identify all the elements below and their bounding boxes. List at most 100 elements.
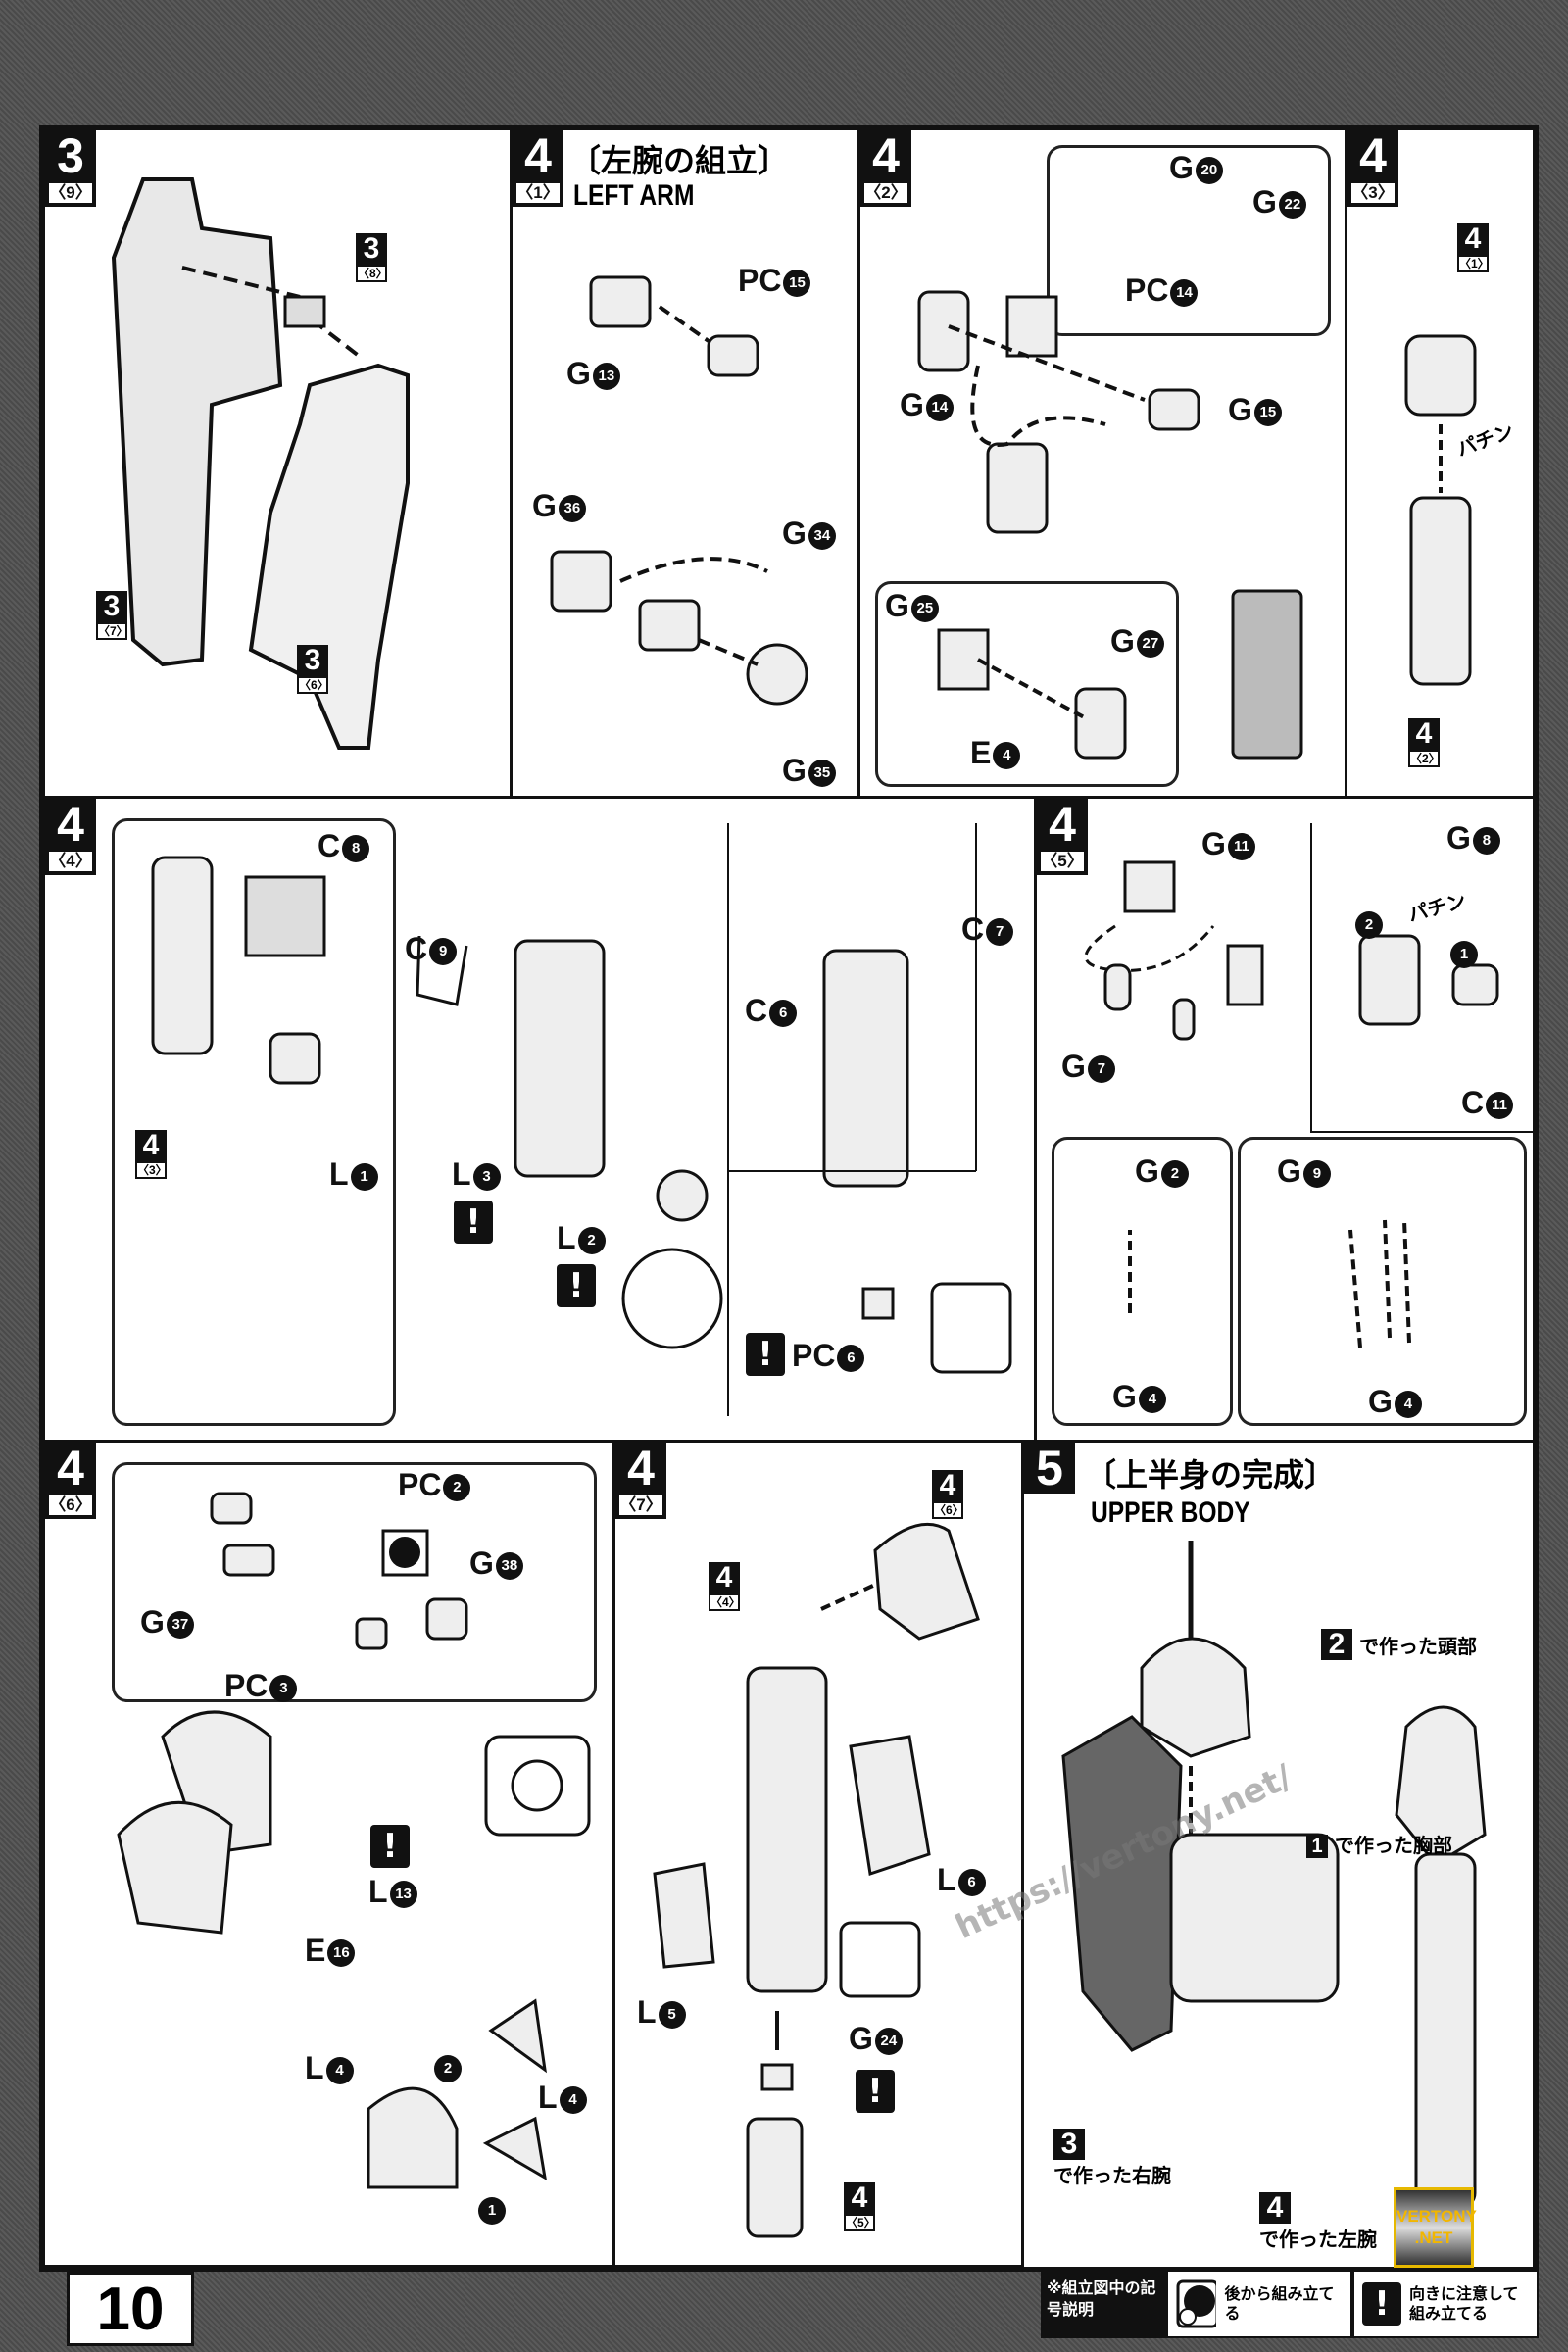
arm-armor-drawing <box>653 1522 980 2238</box>
head-note: 2 で作った頭部 <box>1321 1629 1477 1660</box>
step-badge: 5 <box>1024 1443 1075 1494</box>
detail-callout <box>1052 1137 1233 1426</box>
order-marker: 2 <box>1353 906 1383 942</box>
detail-callout <box>112 1462 597 1702</box>
detail-callout <box>1238 1137 1527 1426</box>
orientation-warning-icon: ! <box>856 2070 895 2113</box>
step-badge: 4〈7〉 <box>615 1443 666 1519</box>
shield-arm-drawing <box>111 177 410 750</box>
orientation-warning-icon: ! <box>454 1200 493 1244</box>
ref-4-2: 4〈2〉 <box>1408 717 1441 767</box>
assemble-later-icon <box>1176 2279 1217 2328</box>
legend-item-assemble-later: 後から組み立てる <box>1168 2272 1350 2336</box>
legend-text: 後から組み立てる <box>1224 2284 1335 2323</box>
legend-text: 向きに注意して組み立てる <box>1409 2284 1519 2323</box>
step-badge: 4〈2〉 <box>860 130 911 207</box>
hand-assembly-drawing <box>1084 823 1533 1348</box>
upper-body-drawing <box>1061 1541 1487 2209</box>
exclamation-icon: ! <box>1362 2282 1401 2326</box>
ref-3-6: 3〈6〉 <box>297 644 329 694</box>
legend-item-orientation: ! 向きに注意して組み立てる <box>1354 2272 1537 2336</box>
orientation-warning-icon: ! <box>370 1825 410 1868</box>
ref-4-5: 4〈5〉 <box>844 2181 876 2231</box>
arm-assembly-drawing <box>917 290 1303 760</box>
ref-4-3: 4〈3〉 <box>135 1129 168 1179</box>
forearm-assembly-drawing <box>151 823 1012 1416</box>
section-title-jp: 〔上半身の完成〕 <box>1085 1456 1337 1494</box>
order-marker: 1 <box>476 2192 506 2228</box>
section-title-en: LEFT ARM <box>573 179 695 212</box>
ref-4-6: 4〈6〉 <box>932 1469 964 1519</box>
section-title-jp: 〔左腕の組立〕 <box>569 142 790 179</box>
left-arm-parts-drawing <box>550 275 808 706</box>
orientation-warning-icon: ! <box>557 1264 596 1307</box>
step-badge: 4〈1〉 <box>513 130 564 207</box>
order-marker: 2 <box>432 2050 462 2085</box>
symbol-legend: ※組立図中の記号説明 後から組み立てる ! 向きに注意して組み立てる <box>1041 2270 1539 2338</box>
ref-3-8: 3〈8〉 <box>356 232 388 282</box>
step-4-3-panel: 4〈3〉 4〈1〉 4〈2〉 パチン <box>1345 127 1536 799</box>
step-badge: 3〈9〉 <box>45 130 96 207</box>
ref-4-1: 4〈1〉 <box>1457 222 1490 272</box>
legend-key: ※組立図中の記号説明 <box>1047 2278 1156 2319</box>
order-marker: 1 <box>1448 936 1478 971</box>
ref-3-7: 3〈7〉 <box>96 590 128 640</box>
section-title-en: UPPER BODY <box>1091 1496 1250 1529</box>
step-5-panel: 5 〔上半身の完成〕 UPPER BODY 2 で作った頭部 1 で作った胸部 … <box>1021 1440 1536 2270</box>
ref-4-4: 4〈4〉 <box>709 1561 741 1611</box>
arm-join-drawing <box>1404 334 1477 686</box>
page-number: 10 <box>67 2272 194 2346</box>
step-badge: 4〈3〉 <box>1348 130 1398 207</box>
step-badge: 4〈5〉 <box>1037 799 1088 875</box>
step-badge: 4〈4〉 <box>45 799 96 875</box>
step-badge: 4〈6〉 <box>45 1443 96 1519</box>
shoulder-assembly-drawing <box>117 1492 591 2189</box>
chest-note: 1 で作った胸部 <box>1306 1830 1452 1858</box>
